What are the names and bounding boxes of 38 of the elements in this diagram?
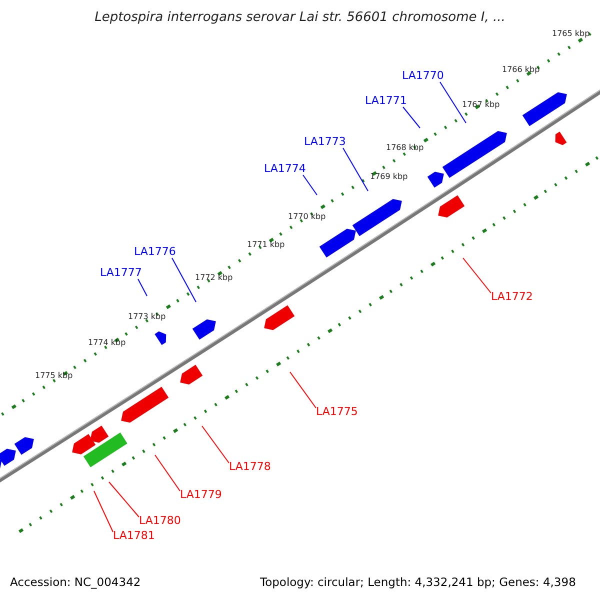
gene-label: LA1776 — [134, 245, 176, 258]
gene-label: LA1771 — [365, 94, 407, 107]
gene-label: LA1770 — [402, 69, 444, 82]
scale-label: 1772 kbp — [195, 273, 233, 283]
gene-label: LA1774 — [264, 162, 306, 175]
scale-label: 1775 kbp — [35, 371, 73, 381]
leader-line — [440, 82, 466, 124]
scale-label: 1771 kbp — [247, 240, 285, 250]
scale-label: 1770 kbp — [288, 212, 326, 222]
gene-label: LA1773 — [304, 135, 346, 148]
scale-label: 1767 kbp — [462, 100, 500, 110]
gene-label: LA1779 — [180, 488, 222, 501]
scale-label: 1765 kbp — [552, 29, 590, 39]
leader-line — [172, 258, 196, 302]
gene-label: LA1781 — [113, 529, 155, 542]
leader-line — [462, 258, 492, 294]
scale-label: 1773 kbp — [128, 312, 166, 322]
leader-line — [342, 148, 368, 192]
scale-label: 1768 kbp — [386, 143, 424, 153]
footer-text: Accession: NC_004342 — [10, 575, 141, 589]
leader-line — [202, 426, 230, 464]
leader-line — [402, 106, 420, 128]
leader-line — [302, 174, 318, 196]
scale-label: 1766 kbp — [502, 65, 540, 75]
footer-text: Topology: circular; Length: 4,332,241 bp; Genes: 4,398 — [260, 575, 576, 589]
leader-line — [154, 454, 180, 492]
gene-label: LA1775 — [316, 405, 358, 418]
scale-label: 1774 kbp — [88, 338, 126, 348]
gene-label: LA1778 — [229, 460, 271, 473]
leader-line — [290, 372, 316, 408]
leader-line — [108, 482, 140, 518]
scale-label: 1769 kbp — [370, 172, 408, 182]
title: Leptospira interrogans serovar Lai str. 56601 chromosome I, ... — [94, 10, 506, 25]
gene-label: LA1780 — [139, 514, 181, 527]
leader-line — [94, 490, 114, 532]
leader-line — [138, 278, 148, 296]
gene-label: LA1777 — [100, 266, 142, 279]
gene-label: LA1772 — [491, 290, 533, 303]
